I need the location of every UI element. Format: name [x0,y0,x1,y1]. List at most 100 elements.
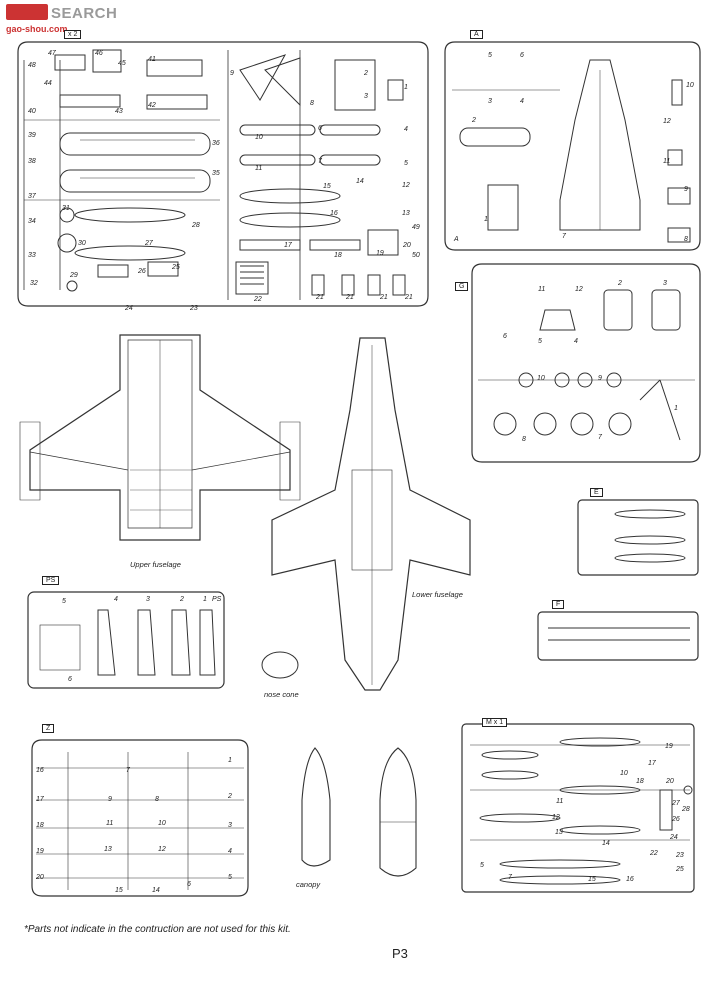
part-number: 44 [44,80,52,87]
part-number: 19 [36,848,44,855]
part-number: 29 [70,272,78,279]
part-number: 14 [602,840,610,847]
part-number: 45 [118,60,126,67]
part-number: 4 [574,338,578,345]
part-number: 9 [230,70,234,77]
part-number: 25 [676,866,684,873]
part-number: 40 [28,108,36,115]
part-number: 9 [598,375,602,382]
part-number: 37 [28,193,36,200]
part-number: 26 [672,816,680,823]
part-number: 22 [254,296,262,303]
page-number: P3 [392,946,408,961]
part-number: 38 [28,158,36,165]
part-number: 33 [28,252,36,259]
part-number: 7 [508,874,512,881]
part-number: 27 [145,240,153,247]
part-number: 1 [203,596,207,603]
part-number: 12 [552,814,560,821]
sprue-ps-tag: PS [42,576,60,585]
part-number: 34 [28,218,36,225]
lower-fuselage-caption: Lower fuselage [412,590,463,599]
lower-fuselage-part [271,337,471,691]
part-number: 5 [404,160,408,167]
part-number: 13 [104,846,112,853]
sprue-main-multiplier: x 2 [68,31,78,38]
part-number: 2 [364,70,368,77]
part-number: 14 [152,887,160,894]
part-number: 28 [192,222,200,229]
part-number: 6 [503,333,507,340]
part-number: 4 [520,98,524,105]
part-number: 2 [472,117,476,124]
part-number: 21 [405,294,413,301]
part-number: 11 [255,165,263,172]
part-number: 13 [555,829,563,836]
part-number: 23 [676,852,684,859]
nose-cone-caption: nose cone [264,690,299,699]
part-number: 5 [488,52,492,59]
part-number: 1 [484,216,488,223]
part-number: 15 [323,183,331,190]
logo-badge-icon [6,4,48,20]
part-number: 17 [284,242,292,249]
part-number: 18 [636,778,644,785]
sprue-a-tag: A [470,30,483,39]
sprue-z-tag: Z [42,724,55,733]
part-number: 26 [138,268,146,275]
part-number: 24 [670,834,678,841]
sprue-main-tag: x 2 [64,30,82,39]
upper-fuselage-part [19,334,301,541]
part-number: 9 [684,186,688,193]
part-number: 20 [403,242,411,249]
part-number: 23 [190,305,198,312]
part-number: 25 [172,264,180,271]
part-number: 7 [562,233,566,240]
sprue-a [444,41,701,251]
part-number: 17 [36,796,44,803]
sprue-a-corner-label: A [454,236,459,243]
sprue-e [577,499,699,576]
sprue-ps [27,591,225,689]
sprue-m-multiplier: x 1 [493,719,504,726]
sprue-z [31,739,249,897]
part-number: 15 [115,887,123,894]
part-number: 2 [618,280,622,287]
part-number: 27 [672,800,680,807]
part-number: 11 [106,820,114,827]
part-number: 5 [62,598,66,605]
part-number: 8 [310,100,314,107]
part-number: 9 [108,796,112,803]
part-number: 12 [575,286,583,293]
part-number: 15 [588,876,596,883]
part-number: 4 [228,848,232,855]
sprue-g [471,263,701,463]
part-number: 5 [538,338,542,345]
part-number: 36 [212,140,220,147]
part-number: 13 [402,210,410,217]
part-number: 39 [28,132,36,139]
part-number: 6 [520,52,524,59]
part-number: 2 [180,596,184,603]
part-number: 11 [556,798,564,805]
part-number: 35 [212,170,220,177]
part-number: 3 [228,822,232,829]
part-number: 18 [334,252,342,259]
sprue-g-tag: G [455,282,469,291]
nose-cone-part [261,651,299,679]
sprue-f [537,611,699,661]
part-number: 21 [380,294,388,301]
part-number: 7 [318,158,322,165]
part-number: 12 [402,182,410,189]
part-number: 17 [648,760,656,767]
sprue-ps-corner-label: PS [212,596,222,603]
part-number: 46 [95,50,103,57]
part-number: 10 [686,82,694,89]
footnote: *Parts not indicate in the contruction a… [24,924,291,935]
part-number: 3 [364,93,368,100]
watermark-title: SEARCH [51,5,118,22]
canopy-caption: canopy [296,880,321,889]
part-number: 48 [28,62,36,69]
part-number: 8 [155,796,159,803]
